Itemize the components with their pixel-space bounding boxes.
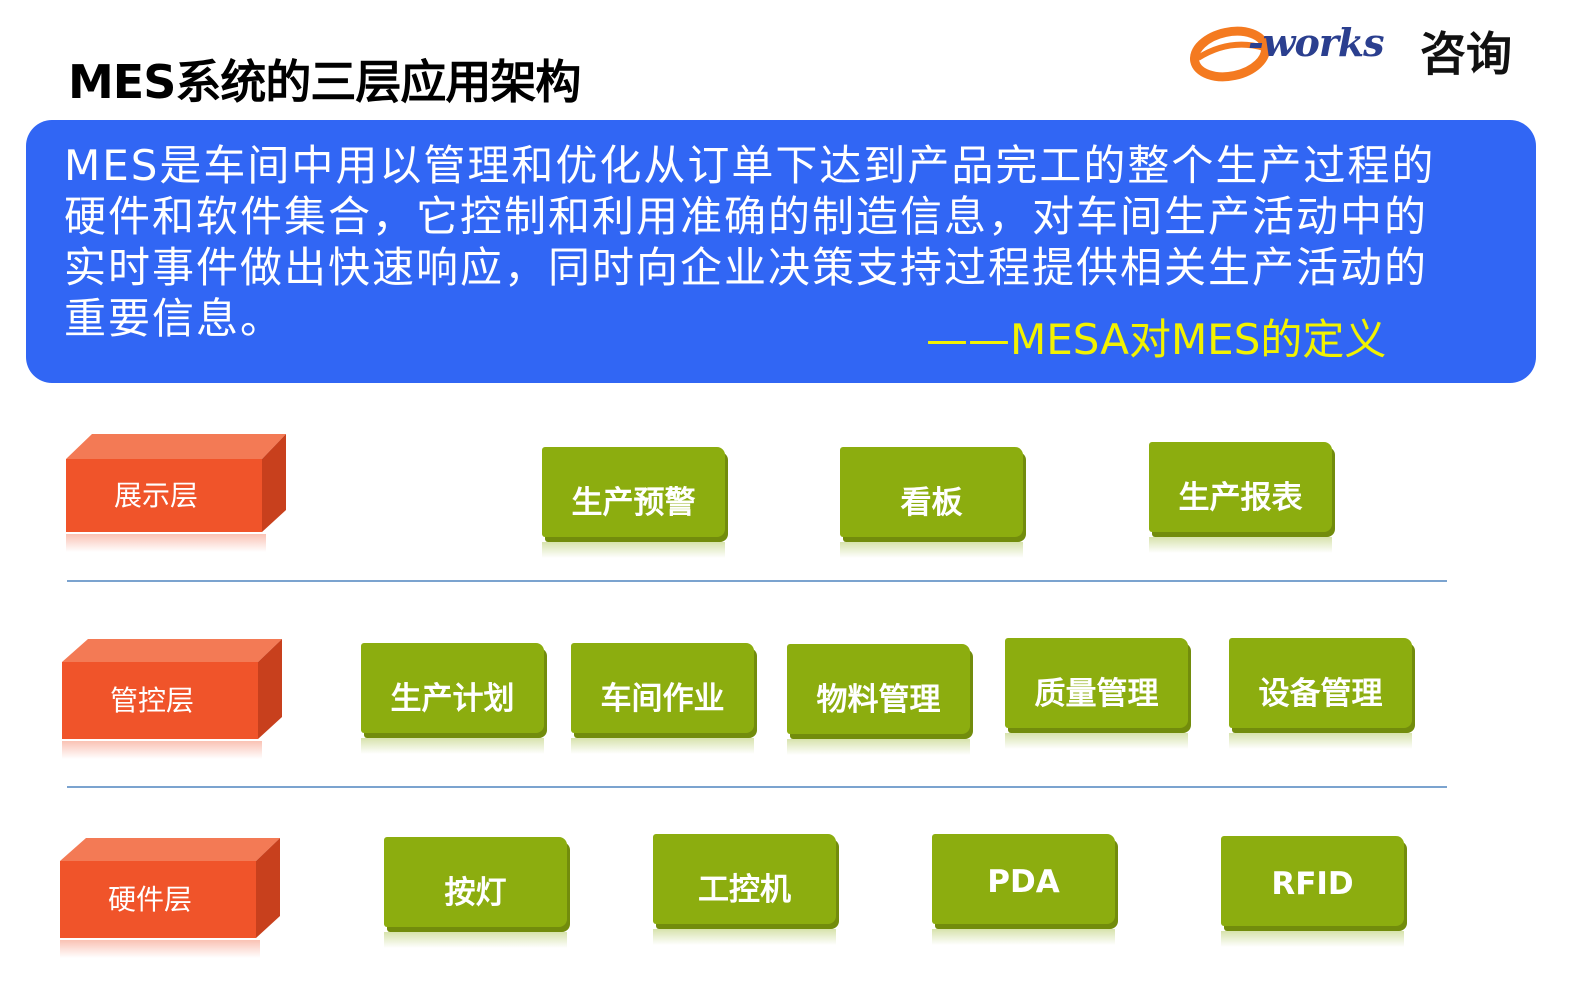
- layer-label-text: 展示层: [114, 479, 199, 512]
- layer-label-text: 管控层: [110, 684, 195, 717]
- layer-label-hardware: 硬件层: [60, 836, 282, 966]
- module-rfid: RFID: [1221, 836, 1404, 926]
- logo-cn: 咨询: [1420, 27, 1512, 81]
- definition-text: MES是车间中用以管理和优化从订单下达到产品完工的整个生产过程的 硬件和软件集合…: [64, 140, 1504, 344]
- definition-line: 重要信息。: [64, 294, 285, 343]
- module-industrial-pc: 工控机: [653, 834, 836, 924]
- logo-word: -works: [1248, 20, 1385, 65]
- layer-divider: [67, 580, 1447, 582]
- module-workshop-operation: 车间作业: [571, 643, 754, 733]
- module-pda: PDA: [932, 834, 1115, 924]
- module-andon-light: 按灯: [384, 837, 567, 927]
- module-quality-management: 质量管理: [1005, 638, 1188, 728]
- module-kanban: 看板: [840, 447, 1023, 537]
- module-equipment-management: 设备管理: [1229, 638, 1412, 728]
- definition-line: MES是车间中用以管理和优化从订单下达到产品完工的整个生产过程的: [64, 141, 1436, 190]
- definition-line: 硬件和软件集合，它控制和利用准确的制造信息，对车间生产活动中的: [64, 192, 1429, 241]
- layer-label-control: 管控层: [62, 637, 284, 767]
- module-material-management: 物料管理: [787, 644, 970, 734]
- layer-label-text: 硬件层: [108, 883, 193, 916]
- mes-definition-box: MES是车间中用以管理和优化从订单下达到产品完工的整个生产过程的 硬件和软件集合…: [26, 120, 1536, 383]
- definition-source: ——MESA对MES的定义: [926, 315, 1387, 364]
- e-works-logo: -works 咨询: [1190, 18, 1550, 88]
- logo-swoosh-icon: [1190, 26, 1270, 82]
- layer-label-presentation: 展示层: [66, 432, 288, 562]
- layer-divider: [67, 786, 1447, 788]
- page-title: MES系统的三层应用架构: [68, 55, 581, 109]
- module-production-warning: 生产预警: [542, 447, 725, 537]
- module-production-plan: 生产计划: [361, 643, 544, 733]
- module-production-report: 生产报表: [1149, 442, 1332, 532]
- definition-line: 实时事件做出快速响应，同时向企业决策支持过程提供相关生产活动的: [64, 243, 1429, 292]
